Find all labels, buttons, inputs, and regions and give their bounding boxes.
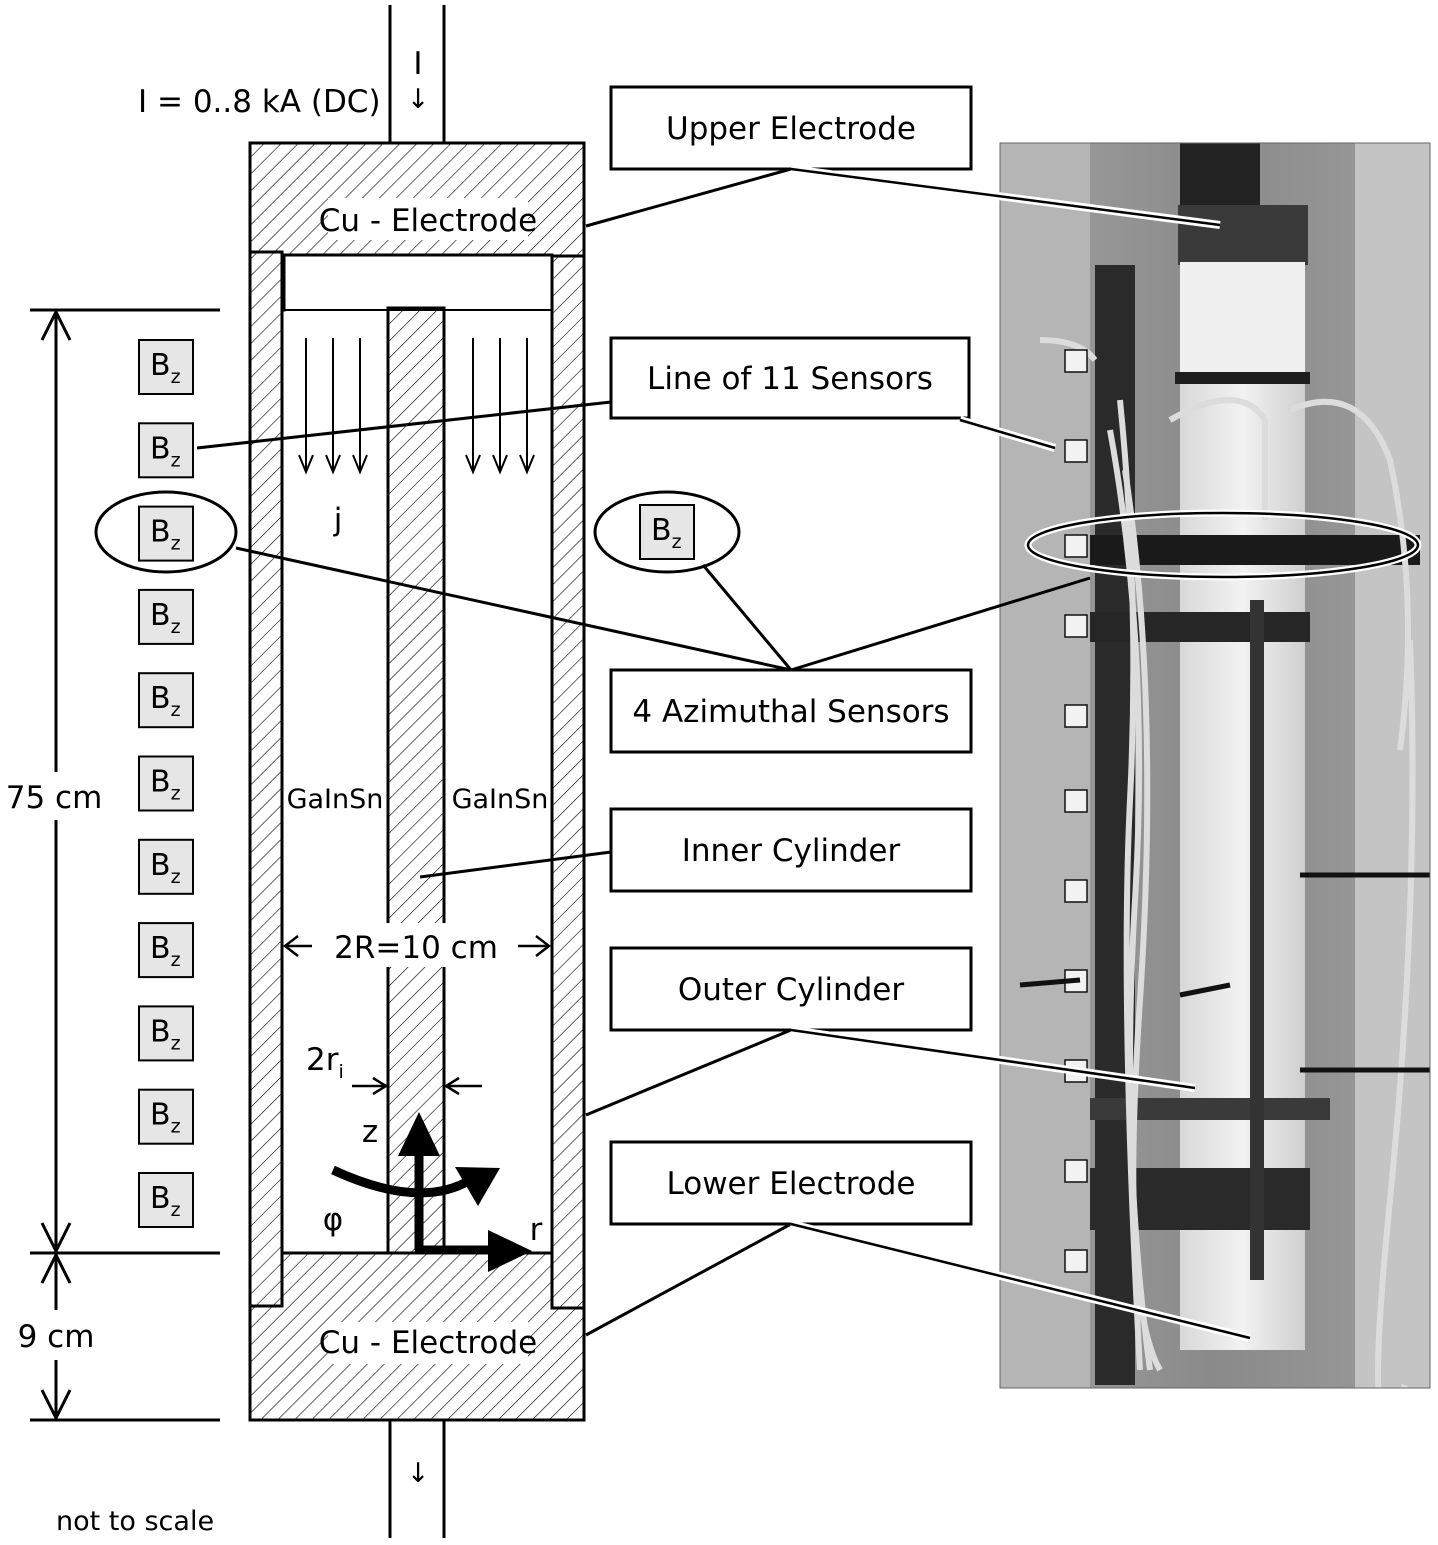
callout-line-sensors: Line of 11 Sensors — [609, 336, 971, 420]
sensor-bz: Bz — [138, 672, 194, 729]
fluid-label-right: GaInSn — [452, 784, 549, 815]
svg-text:Upper Electrode: Upper Electrode — [666, 111, 916, 147]
svg-text:Bz: Bz — [651, 513, 682, 553]
radius-arrows — [282, 935, 552, 957]
current-in-arrow: ↓ — [407, 84, 430, 115]
svg-text:Inner Cylinder: Inner Cylinder — [682, 833, 901, 869]
fluid-label-left: GaInSn — [287, 784, 384, 815]
svg-text:Lower Electrode: Lower Electrode — [667, 1166, 916, 1202]
sensor-bz: Bz — [138, 1088, 194, 1145]
current-density-arrows — [298, 338, 535, 475]
azimuthal-sensor: Bz — [639, 504, 695, 560]
current-density-label: j — [333, 502, 343, 538]
sensor-bz: Bz — [138, 922, 194, 979]
radius-label: 2R=10 cm — [334, 930, 498, 966]
lower-electrode-label-bg — [328, 1322, 528, 1364]
sensor-bz: Bz — [138, 1005, 194, 1062]
svg-text:Bz: Bz — [150, 848, 181, 888]
svg-text:Bz: Bz — [150, 1014, 181, 1054]
height-bottom-label: 9 cm — [18, 1319, 95, 1355]
inner-radius-label: 2ri — [306, 1042, 344, 1083]
sensor-bz: Bz — [138, 838, 194, 895]
svg-text:Bz: Bz — [150, 431, 181, 471]
sensor-bz: Bz — [138, 588, 194, 645]
svg-text:Line of 11 Sensors: Line of 11 Sensors — [647, 361, 933, 397]
apparatus-photo — [1000, 143, 1430, 1388]
outer-cylinder-wall-right — [550, 254, 586, 1312]
svg-text:Bz: Bz — [150, 931, 181, 971]
axis-label-z: z — [362, 1114, 378, 1150]
svg-text:4 Azimuthal Sensors: 4 Azimuthal Sensors — [632, 694, 949, 730]
svg-text:Bz: Bz — [150, 765, 181, 805]
axis-label-phi: φ — [323, 1202, 343, 1238]
outer-cylinder-wall-left — [248, 250, 284, 1308]
svg-text:Bz: Bz — [150, 1098, 181, 1138]
svg-text:Bz: Bz — [150, 598, 181, 638]
height-main-label: 75 cm — [6, 780, 103, 816]
height-dimension — [30, 308, 220, 1422]
coordinate-axes — [331, 1112, 532, 1272]
upper-electrode-label: Cu - Electrode — [319, 203, 537, 239]
azimuthal-ellipse-right — [593, 490, 741, 574]
svg-text:Outer Cylinder: Outer Cylinder — [678, 972, 904, 1008]
callout-lower-electrode: Lower Electrode — [609, 1140, 973, 1226]
callout-azimuthal-sensors: 4 Azimuthal Sensors — [609, 668, 973, 754]
photo-leader-lines — [790, 165, 1251, 1342]
sensor-bz: Bz — [138, 1172, 194, 1228]
sensor-bz: Bz — [138, 422, 194, 479]
sensor-bz: Bz — [138, 755, 194, 812]
upper-electrode-label-bg — [328, 198, 528, 240]
svg-text:Bz: Bz — [150, 1181, 181, 1221]
footnote: not to scale — [56, 1506, 214, 1537]
callout-outer-cylinder: Outer Cylinder — [609, 946, 973, 1032]
photo-frame — [999, 142, 1431, 1389]
inner-radius-arrows — [352, 1076, 482, 1096]
callout-inner-cylinder: Inner Cylinder — [609, 807, 973, 893]
svg-text:Bz: Bz — [150, 515, 181, 555]
callout-upper-electrode: Upper Electrode — [609, 85, 973, 171]
svg-text:Bz: Bz — [150, 681, 181, 721]
sensor-bz: Bz — [138, 339, 194, 395]
radius-label-bg — [312, 923, 518, 967]
photo-azimuthal-ellipse-inner — [1026, 511, 1420, 579]
svg-text:Bz: Bz — [150, 348, 181, 388]
leader-lines — [196, 167, 1091, 1337]
current-label: I = 0..8 kA (DC) — [138, 84, 381, 120]
current-out-arrow: ↓ — [407, 1458, 430, 1489]
current-symbol: I — [413, 46, 422, 82]
axis-label-r: r — [530, 1212, 543, 1248]
azimuthal-ellipse-left — [94, 490, 238, 574]
sensor-bz: Bz — [138, 505, 194, 562]
lower-electrode-label: Cu - Electrode — [319, 1325, 537, 1361]
inner-cylinder — [386, 306, 446, 1256]
